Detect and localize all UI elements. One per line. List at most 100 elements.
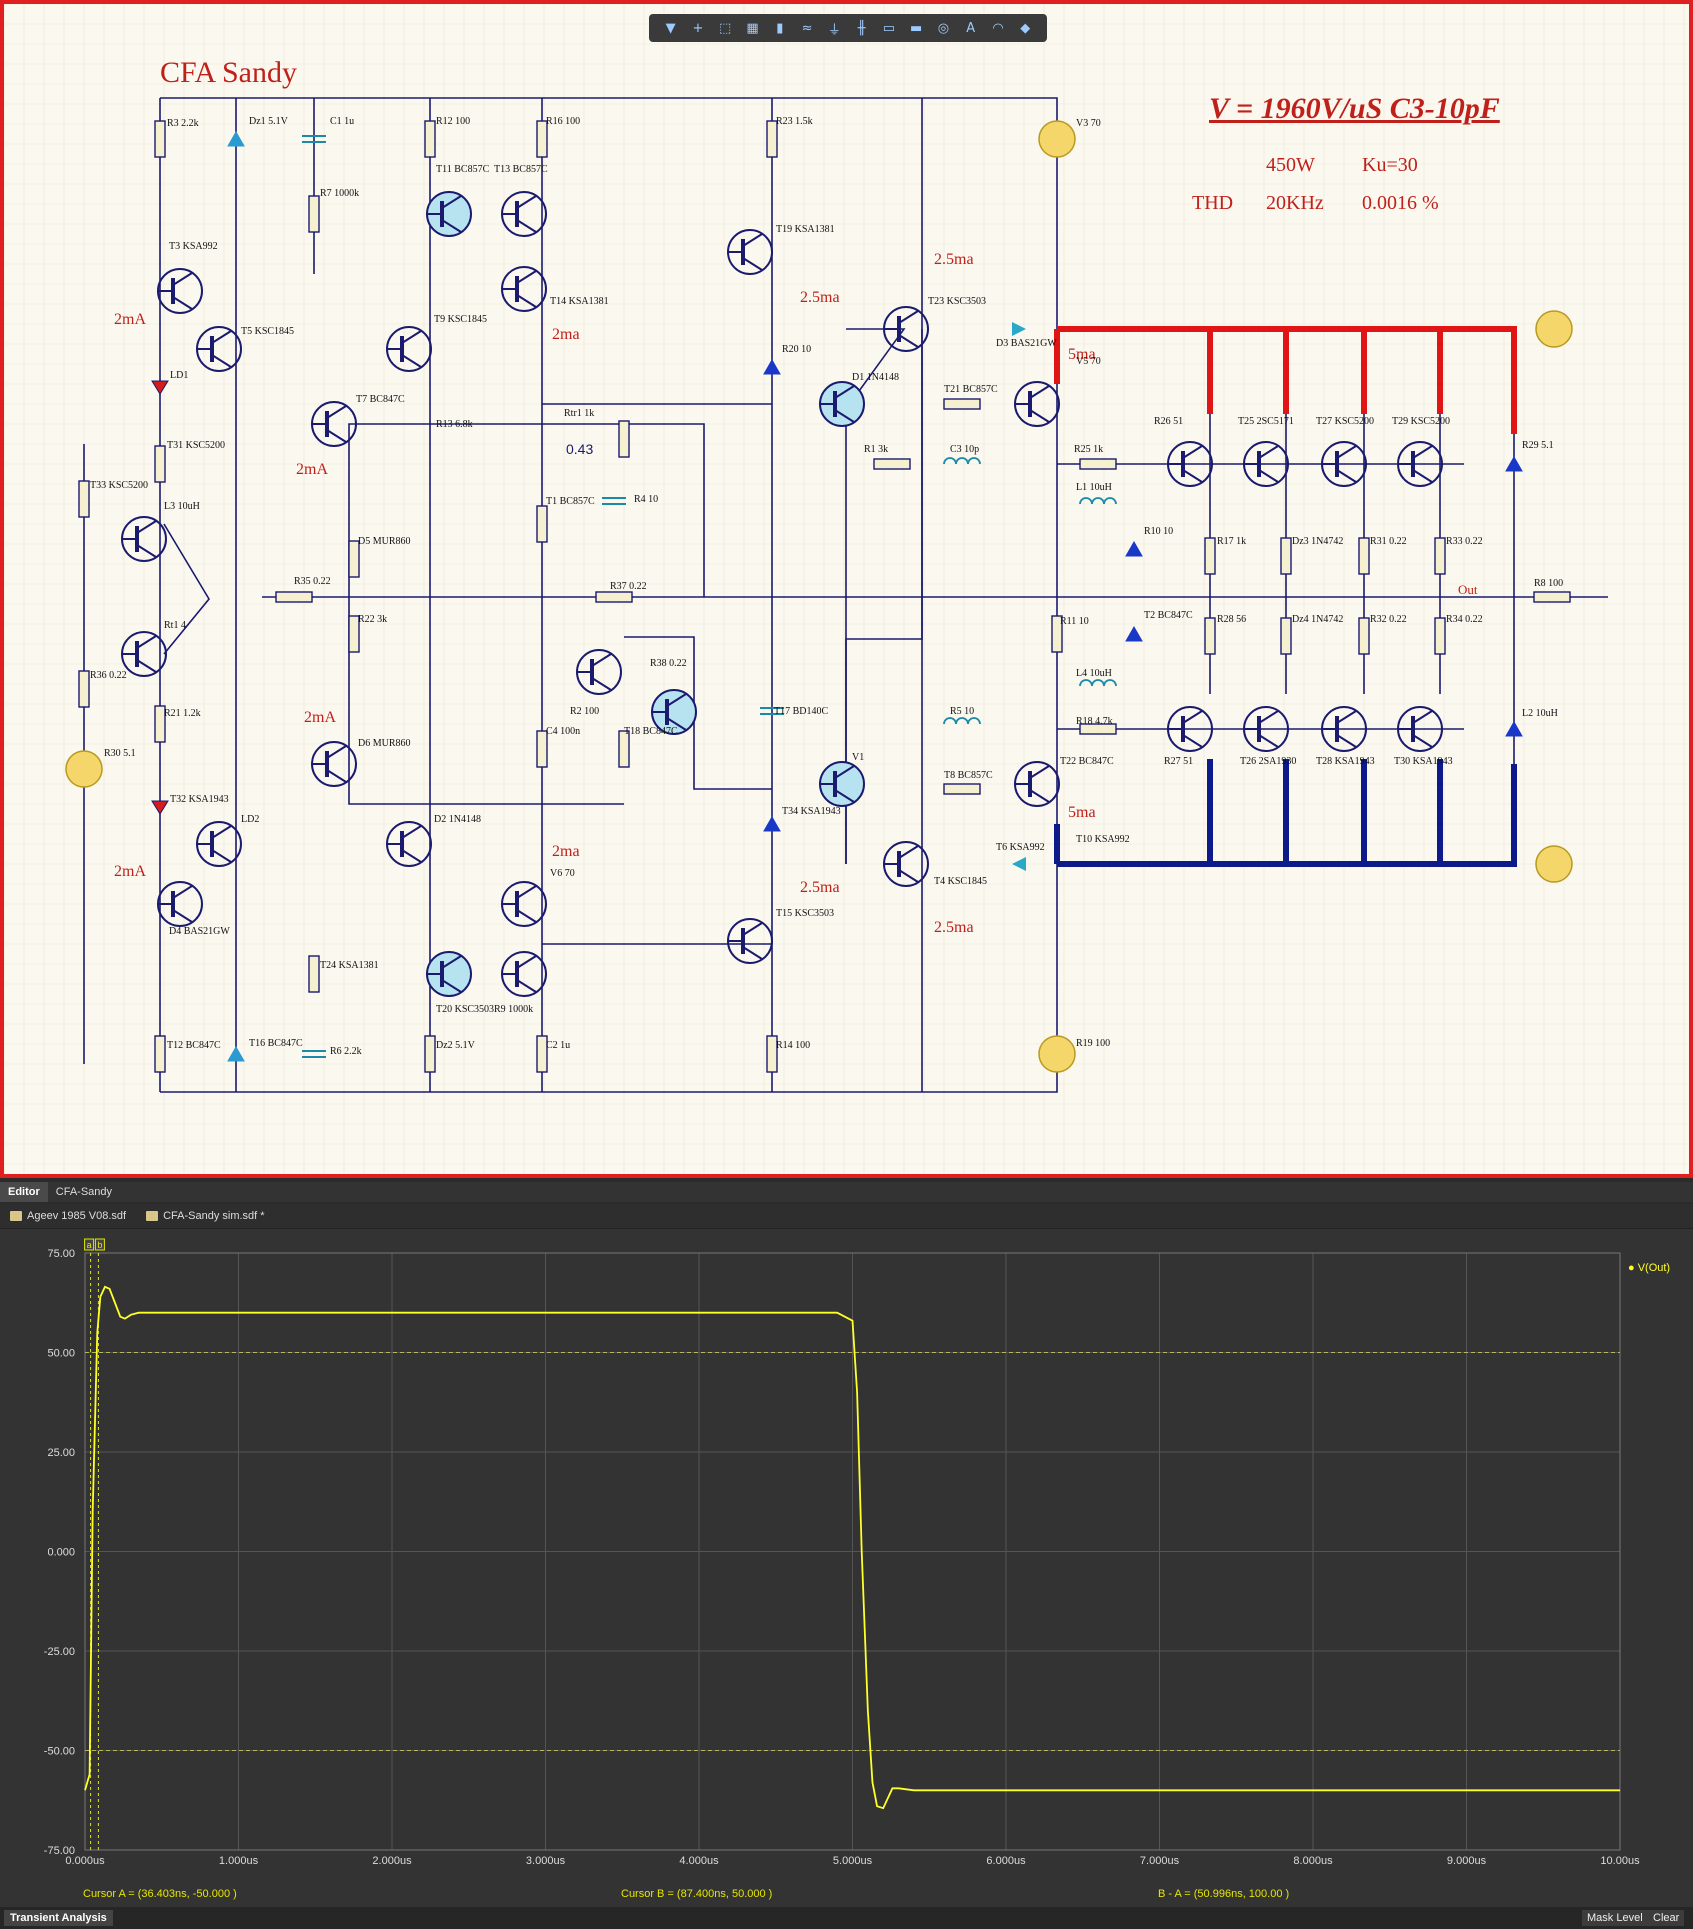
part-label: D2 1N4148	[434, 814, 481, 825]
tab-transient-analysis[interactable]: Transient Analysis	[4, 1910, 113, 1926]
diode-symbol	[1125, 625, 1143, 642]
part-label: R22 3k	[358, 614, 387, 625]
part-label: T30 KSA1943	[1394, 756, 1453, 767]
part-label: R3 2.2k	[167, 118, 199, 129]
transistor-symbol	[1397, 706, 1443, 752]
part-label: T11 BC857C	[436, 164, 490, 175]
current-annotation: 5ma	[1068, 346, 1096, 363]
part-label: T26 2SA1930	[1240, 756, 1296, 767]
part-label: R31 0.22	[1370, 536, 1407, 547]
part-label: T21 BC857C	[944, 384, 998, 395]
transistor-symbol	[311, 741, 357, 787]
mask-level-button[interactable]: Mask Level	[1582, 1910, 1648, 1926]
inductor-symbol	[943, 717, 981, 725]
part-label: R26 51	[1154, 416, 1183, 427]
cursor-a-handle	[84, 1238, 95, 1251]
net-label-icon[interactable]: ▬	[910, 20, 923, 36]
transistor-symbol	[386, 821, 432, 867]
current-annotation: 2ma	[552, 843, 580, 860]
tab-editor[interactable]: Editor	[0, 1182, 48, 1202]
grid-icon[interactable]: ▦	[746, 20, 759, 36]
current-annotation: 2mA	[296, 461, 328, 478]
add-icon[interactable]: +	[692, 20, 704, 36]
power-port-icon[interactable]: ◎	[937, 20, 950, 36]
sdf-file-icon	[10, 1211, 22, 1221]
voltage-source-symbol	[1038, 120, 1076, 158]
resistor-symbol	[618, 730, 630, 768]
cursor-b-marker: b	[97, 1240, 102, 1250]
part-label: T2 BC847C	[1144, 610, 1193, 621]
text-icon[interactable]: A	[966, 20, 976, 36]
diode-symbol	[1125, 540, 1143, 557]
wire-icon[interactable]: ≈	[801, 20, 813, 36]
wire	[163, 523, 210, 655]
spec-thd-value: 0.0016 %	[1362, 192, 1439, 214]
highlight-icon[interactable]: ◆	[1020, 20, 1031, 36]
port-icon[interactable]: ▭	[882, 20, 896, 36]
part-label: R28 56	[1217, 614, 1246, 625]
x-tick-label: 6.000us	[986, 1855, 1026, 1867]
resistor-symbol	[1434, 537, 1446, 575]
part-label: T22 BC847C	[1060, 756, 1114, 767]
current-annotation: 2mA	[114, 311, 146, 328]
part-label: D5 MUR860	[358, 536, 411, 547]
schematic-title: CFA Sandy	[160, 56, 297, 89]
cursor-a-marker: a	[87, 1240, 92, 1250]
select-rect-icon[interactable]: ⬚	[719, 20, 732, 36]
resistor-symbol	[1533, 591, 1571, 603]
current-annotation: 5ma	[1068, 804, 1096, 821]
ground-icon[interactable]: ⏚	[827, 22, 841, 38]
bus-icon[interactable]: ╫	[857, 20, 866, 36]
resistor-symbol	[154, 705, 166, 743]
x-tick-label: 3.000us	[526, 1855, 566, 1867]
part-label: R35 0.22	[294, 576, 331, 587]
voltage-source-symbol	[1038, 1035, 1076, 1073]
cursor-a-readout: Cursor A = (36.403ns, -50.000 )	[83, 1888, 237, 1900]
arc-icon[interactable]: ◠	[992, 20, 1004, 36]
led-symbol	[151, 800, 169, 815]
slew-rate-headline: V = 1960V/uS C3-10pF	[1209, 92, 1500, 125]
resistor-symbol	[308, 955, 320, 993]
transistor-symbol	[1321, 706, 1367, 752]
component-icon[interactable]: ▮	[776, 20, 784, 36]
resistor-symbol	[1434, 617, 1446, 655]
part-label: Dz1 5.1V	[249, 116, 289, 127]
resistor-symbol	[1280, 617, 1292, 655]
output-net-label: Out	[1458, 582, 1478, 597]
document-tab-bar: Ageev 1985 V08.sdf CFA-Sandy sim.sdf *	[0, 1204, 1693, 1229]
part-label: Dz4 1N4742	[1292, 614, 1343, 625]
x-tick-label: 8.000us	[1293, 1855, 1333, 1867]
resistor-symbol	[424, 120, 436, 158]
part-label: Dz2 5.1V	[436, 1040, 476, 1051]
part-label: T20 KSC3503	[436, 1004, 494, 1015]
part-label: C1 1u	[330, 116, 354, 127]
part-label: V4 70	[4, 4, 29, 7]
part-label: R29 5.1	[1522, 440, 1554, 451]
part-label: R4 10	[634, 494, 658, 505]
current-annotation: 2.5ma	[934, 919, 974, 936]
inductor-symbol	[1079, 679, 1117, 687]
current-annotation: 2ma	[552, 326, 580, 343]
part-label: T15 KSC3503	[776, 908, 834, 919]
doc-tab-cfa-sandy-sim[interactable]: CFA-Sandy sim.sdf *	[136, 1210, 274, 1222]
wire	[624, 636, 772, 790]
resistor-symbol	[595, 591, 633, 603]
doc-tab-label: Ageev 1985 V08.sdf	[27, 1210, 127, 1222]
clear-button[interactable]: Clear	[1648, 1910, 1685, 1926]
part-label: R5 10	[950, 706, 974, 717]
filter-icon[interactable]: ▼	[665, 20, 676, 36]
part-label: T6 KSA992	[996, 842, 1045, 853]
diode-symbol	[227, 1045, 245, 1062]
panel-tab-bar: Editor CFA-Sandy	[0, 1182, 1693, 1202]
part-label: R38 0.22	[650, 658, 687, 669]
part-label: L1 10uH	[1076, 482, 1112, 493]
doc-tab-ageev[interactable]: Ageev 1985 V08.sdf	[0, 1210, 136, 1222]
resistor-symbol	[1204, 537, 1216, 575]
tab-cfa-sandy[interactable]: CFA-Sandy	[55, 1186, 113, 1198]
part-label: R34 0.22	[1446, 614, 1483, 625]
wires	[83, 97, 1608, 1093]
y-tick-label: -75.00	[44, 1845, 75, 1857]
